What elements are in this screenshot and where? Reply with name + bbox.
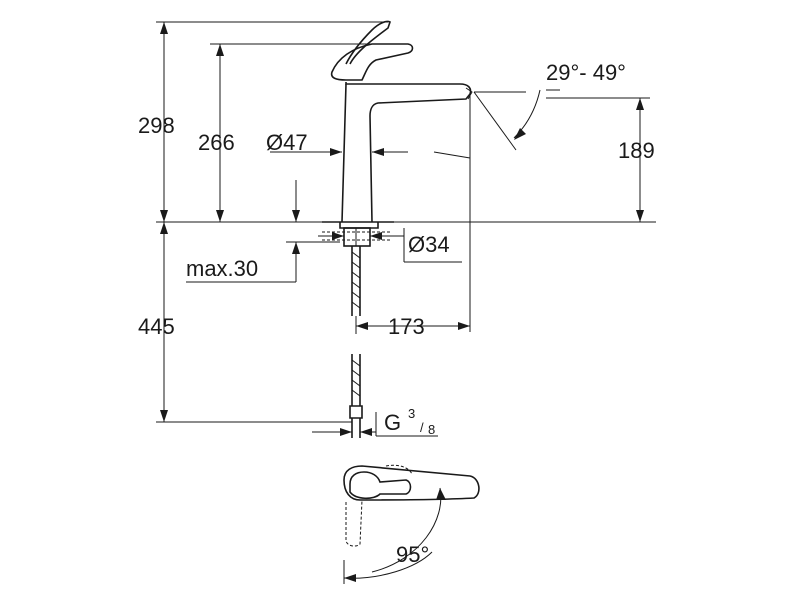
- label-spout-height: 266: [198, 130, 235, 155]
- faucet-side-view: [322, 20, 473, 438]
- faucet-body: [341, 83, 373, 223]
- dimension-labels: 298 266 Ø47 29°- 49° 189 Ø34 max.30 445 …: [138, 60, 655, 567]
- supply-hose-upper: [351, 246, 361, 316]
- lever-top-line: [345, 20, 391, 65]
- label-spout-angle: 29°- 49°: [546, 60, 626, 85]
- label-outlet-height: 189: [618, 138, 655, 163]
- label-total-height: 298: [138, 113, 175, 138]
- faucet-top-view: [343, 464, 480, 584]
- label-thread-slash: /: [420, 420, 424, 435]
- spout-tip: [465, 87, 473, 100]
- label-swivel-angle: 95°: [396, 542, 429, 567]
- label-thread-denominator: 8: [428, 422, 435, 437]
- lever-handle: [330, 43, 414, 81]
- top-view-swivel-outline: [345, 464, 413, 547]
- spout: [345, 82, 472, 117]
- top-view-handle: [349, 471, 412, 500]
- label-base-diameter: Ø34: [408, 232, 450, 257]
- mounting-shank: [343, 227, 371, 247]
- label-body-diameter: Ø47: [266, 130, 308, 155]
- shank-hatch: [322, 231, 392, 241]
- top-view-lever: [343, 465, 480, 501]
- label-max-thickness: max.30: [186, 256, 258, 281]
- label-thread-numerator: 3: [408, 406, 415, 421]
- label-hose-length: 445: [138, 314, 175, 339]
- dimension-lines: [156, 21, 656, 437]
- label-reach: 173: [388, 314, 425, 339]
- faucet-base: [322, 221, 394, 229]
- supply-hose-lower: [349, 354, 363, 438]
- label-thread: G: [384, 410, 401, 435]
